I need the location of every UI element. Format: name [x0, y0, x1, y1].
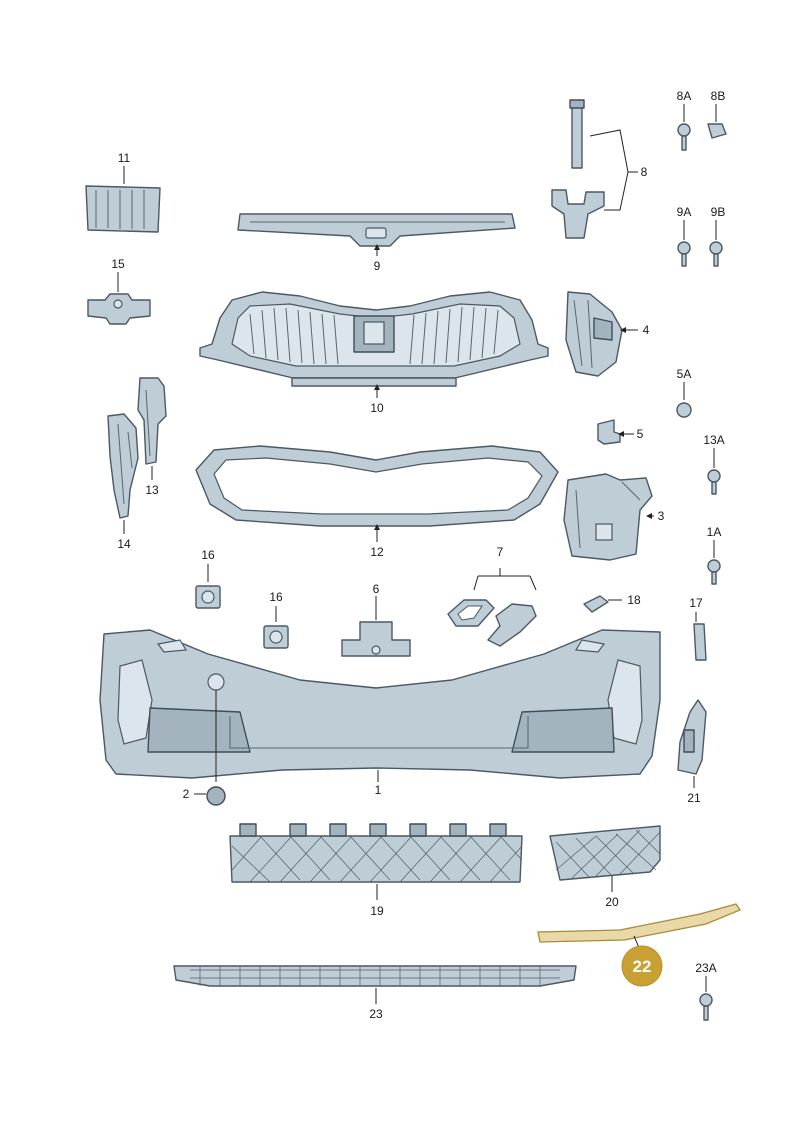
label-11: 11 [118, 151, 131, 165]
label-7: 7 [497, 545, 504, 559]
part-8-bracket [551, 99, 638, 239]
part-20-side-mesh [549, 825, 661, 892]
label-2: 2 [183, 787, 190, 801]
label-9b: 9B [711, 205, 726, 219]
label-20: 20 [605, 895, 619, 909]
part-2-cap [194, 786, 226, 806]
part-10-radiator-grille [199, 291, 549, 398]
label-15: 15 [111, 257, 125, 271]
label-5a: 5A [677, 367, 692, 381]
part-9-upper-crossmember [237, 213, 516, 256]
label-9a: 9A [677, 205, 692, 219]
part-22-trim-strip [537, 903, 741, 987]
part-14-guide [107, 413, 139, 534]
screw-23a [699, 976, 713, 1021]
part-15-bracket [87, 272, 151, 325]
label-8: 8 [641, 165, 648, 179]
label-6: 6 [373, 582, 380, 596]
label-23a: 23A [695, 961, 716, 975]
screw-13a [707, 448, 721, 495]
screw-8a [677, 104, 691, 151]
label-13a: 13A [703, 433, 724, 447]
part-21-side-grille [677, 699, 707, 788]
label-8a: 8A [677, 89, 692, 103]
label-8b: 8B [711, 89, 726, 103]
part-5-clip [597, 419, 634, 445]
label-12: 12 [370, 545, 384, 559]
part-3-side-bracket [563, 473, 654, 561]
part-19-lower-grille [229, 823, 523, 900]
part-6-holder [341, 596, 411, 657]
label-1: 1 [375, 783, 382, 797]
nut-5a [676, 382, 692, 418]
clip-8b [707, 104, 727, 139]
label-17: 17 [689, 596, 703, 610]
label-14: 14 [117, 537, 131, 551]
label-19: 19 [370, 904, 384, 918]
label-3: 3 [658, 509, 665, 523]
part-7-fog-frames [447, 568, 537, 647]
label-21: 21 [687, 791, 701, 805]
part-13-guide [137, 377, 167, 480]
label-22: 22 [633, 957, 652, 976]
label-1a: 1A [707, 525, 722, 539]
label-23: 23 [369, 1007, 383, 1021]
highlight-badge [621, 945, 663, 987]
screw-1a [707, 540, 721, 585]
label-13: 13 [145, 483, 159, 497]
label-4: 4 [643, 323, 650, 337]
part-12-grille-seal [195, 445, 559, 542]
part-16-grommet-b [263, 606, 289, 649]
part-16-grommet-a [195, 564, 221, 609]
part-1-bumper [99, 629, 661, 782]
part-17-clip [693, 612, 707, 661]
label-18: 18 [627, 593, 641, 607]
part-4-side-bracket [565, 291, 638, 377]
label-10: 10 [370, 401, 384, 415]
screw-9a [677, 220, 691, 267]
part-23-spoiler [173, 965, 577, 1004]
label-5: 5 [637, 427, 644, 441]
part-18-cap [583, 595, 622, 613]
label-9: 9 [374, 259, 381, 273]
screw-9b [709, 220, 723, 267]
part-11-vent [85, 166, 161, 233]
label-16-a: 16 [201, 548, 215, 562]
label-16-b: 16 [269, 590, 283, 604]
